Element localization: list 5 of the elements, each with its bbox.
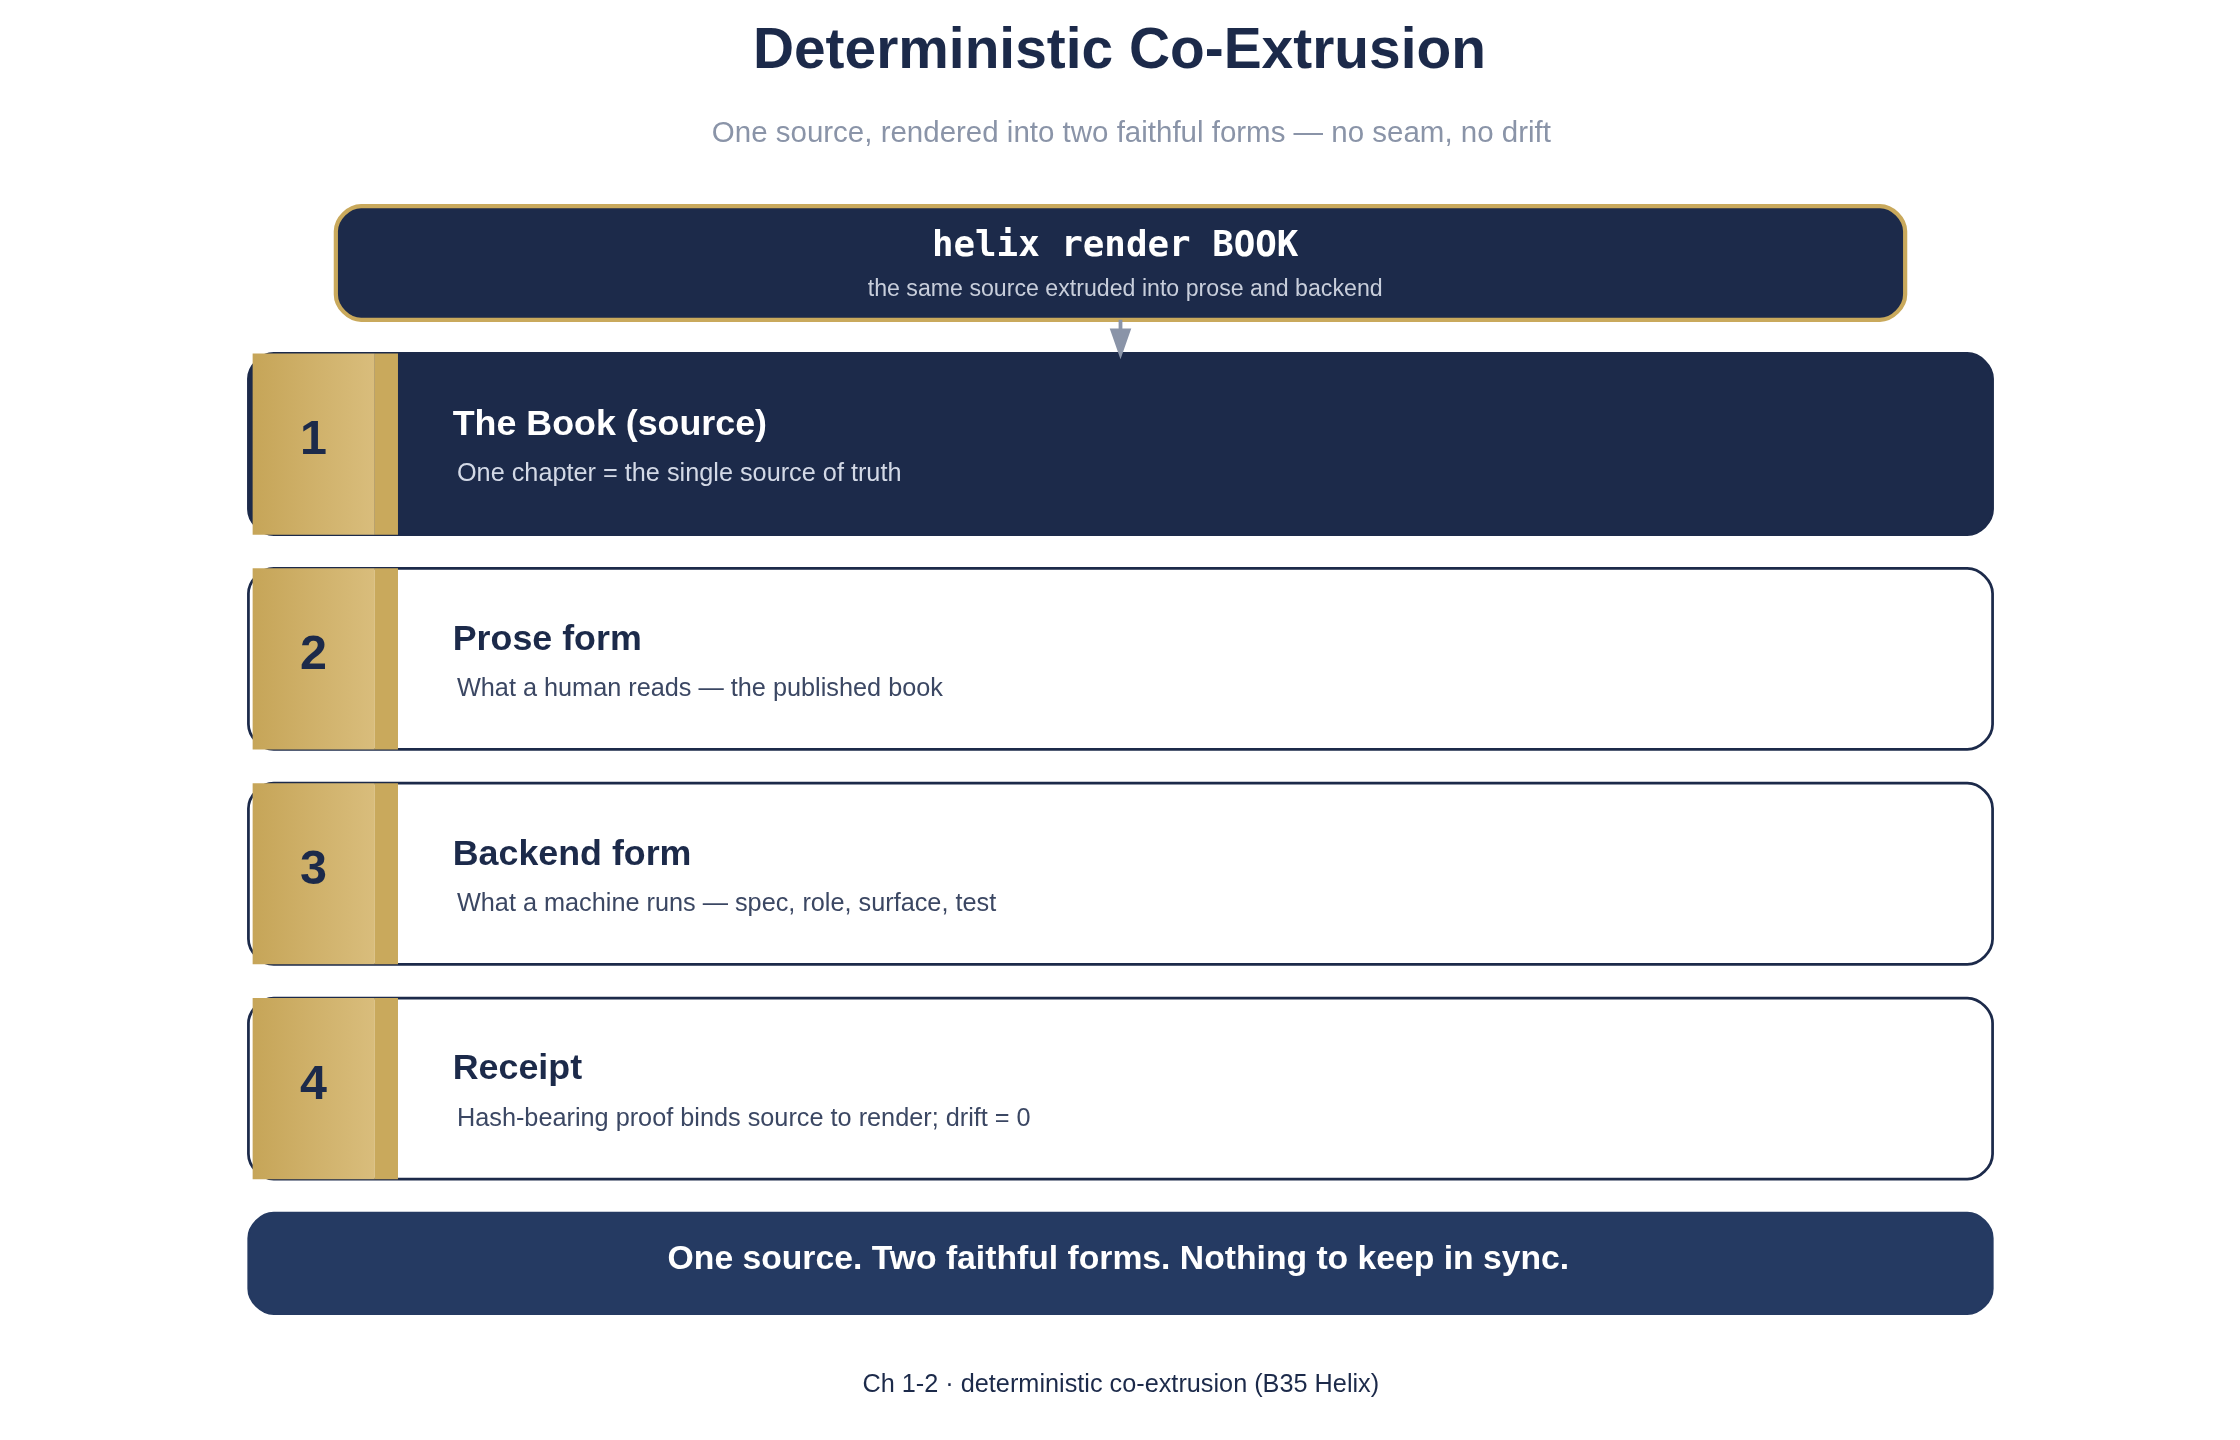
node-box: One source. Two faithful forms. Nothing to keep in sync. <box>246 1211 1994 1316</box>
caption: Ch 1-2 · deterministic co-extrusion (B35 Helix) <box>861 1369 1379 1398</box>
label: One source, rendered into two faithful forms — no seam, no drift <box>711 115 1551 149</box>
node-box: helix render BOOK the same source extruded into prose and backend <box>333 203 1907 322</box>
diagram-title: Deterministic Co-Extrusion <box>752 17 1486 81</box>
